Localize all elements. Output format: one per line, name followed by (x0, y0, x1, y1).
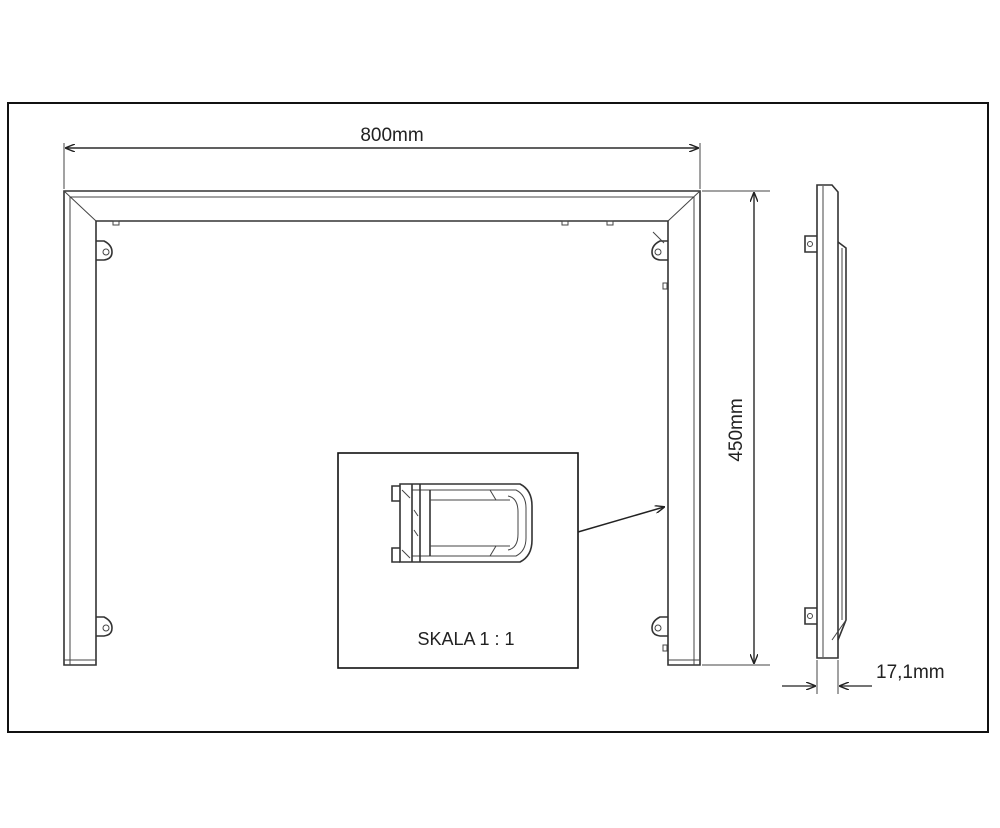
height-dimension: 450mm (702, 190, 770, 666)
depth-label: 17,1mm (876, 662, 945, 683)
bracket-top-right (651, 231, 668, 261)
scale-label: SKALA 1 : 1 (417, 629, 514, 649)
height-label: 450mm (726, 398, 747, 461)
drawing-border (7, 102, 989, 733)
bracket-top-left (96, 240, 113, 261)
front-view-frame (63, 190, 701, 666)
profile-section (391, 483, 533, 563)
bracket-bottom-right (651, 616, 668, 637)
bracket-bottom-left (96, 616, 113, 637)
detail-leader-arrow (577, 507, 664, 533)
profile-detail-box: SKALA 1 : 1 (337, 452, 579, 669)
depth-dimension: 17,1mm (782, 660, 945, 694)
width-label: 800mm (360, 125, 423, 146)
side-view (804, 184, 847, 659)
width-dimension: 800mm (63, 125, 701, 189)
